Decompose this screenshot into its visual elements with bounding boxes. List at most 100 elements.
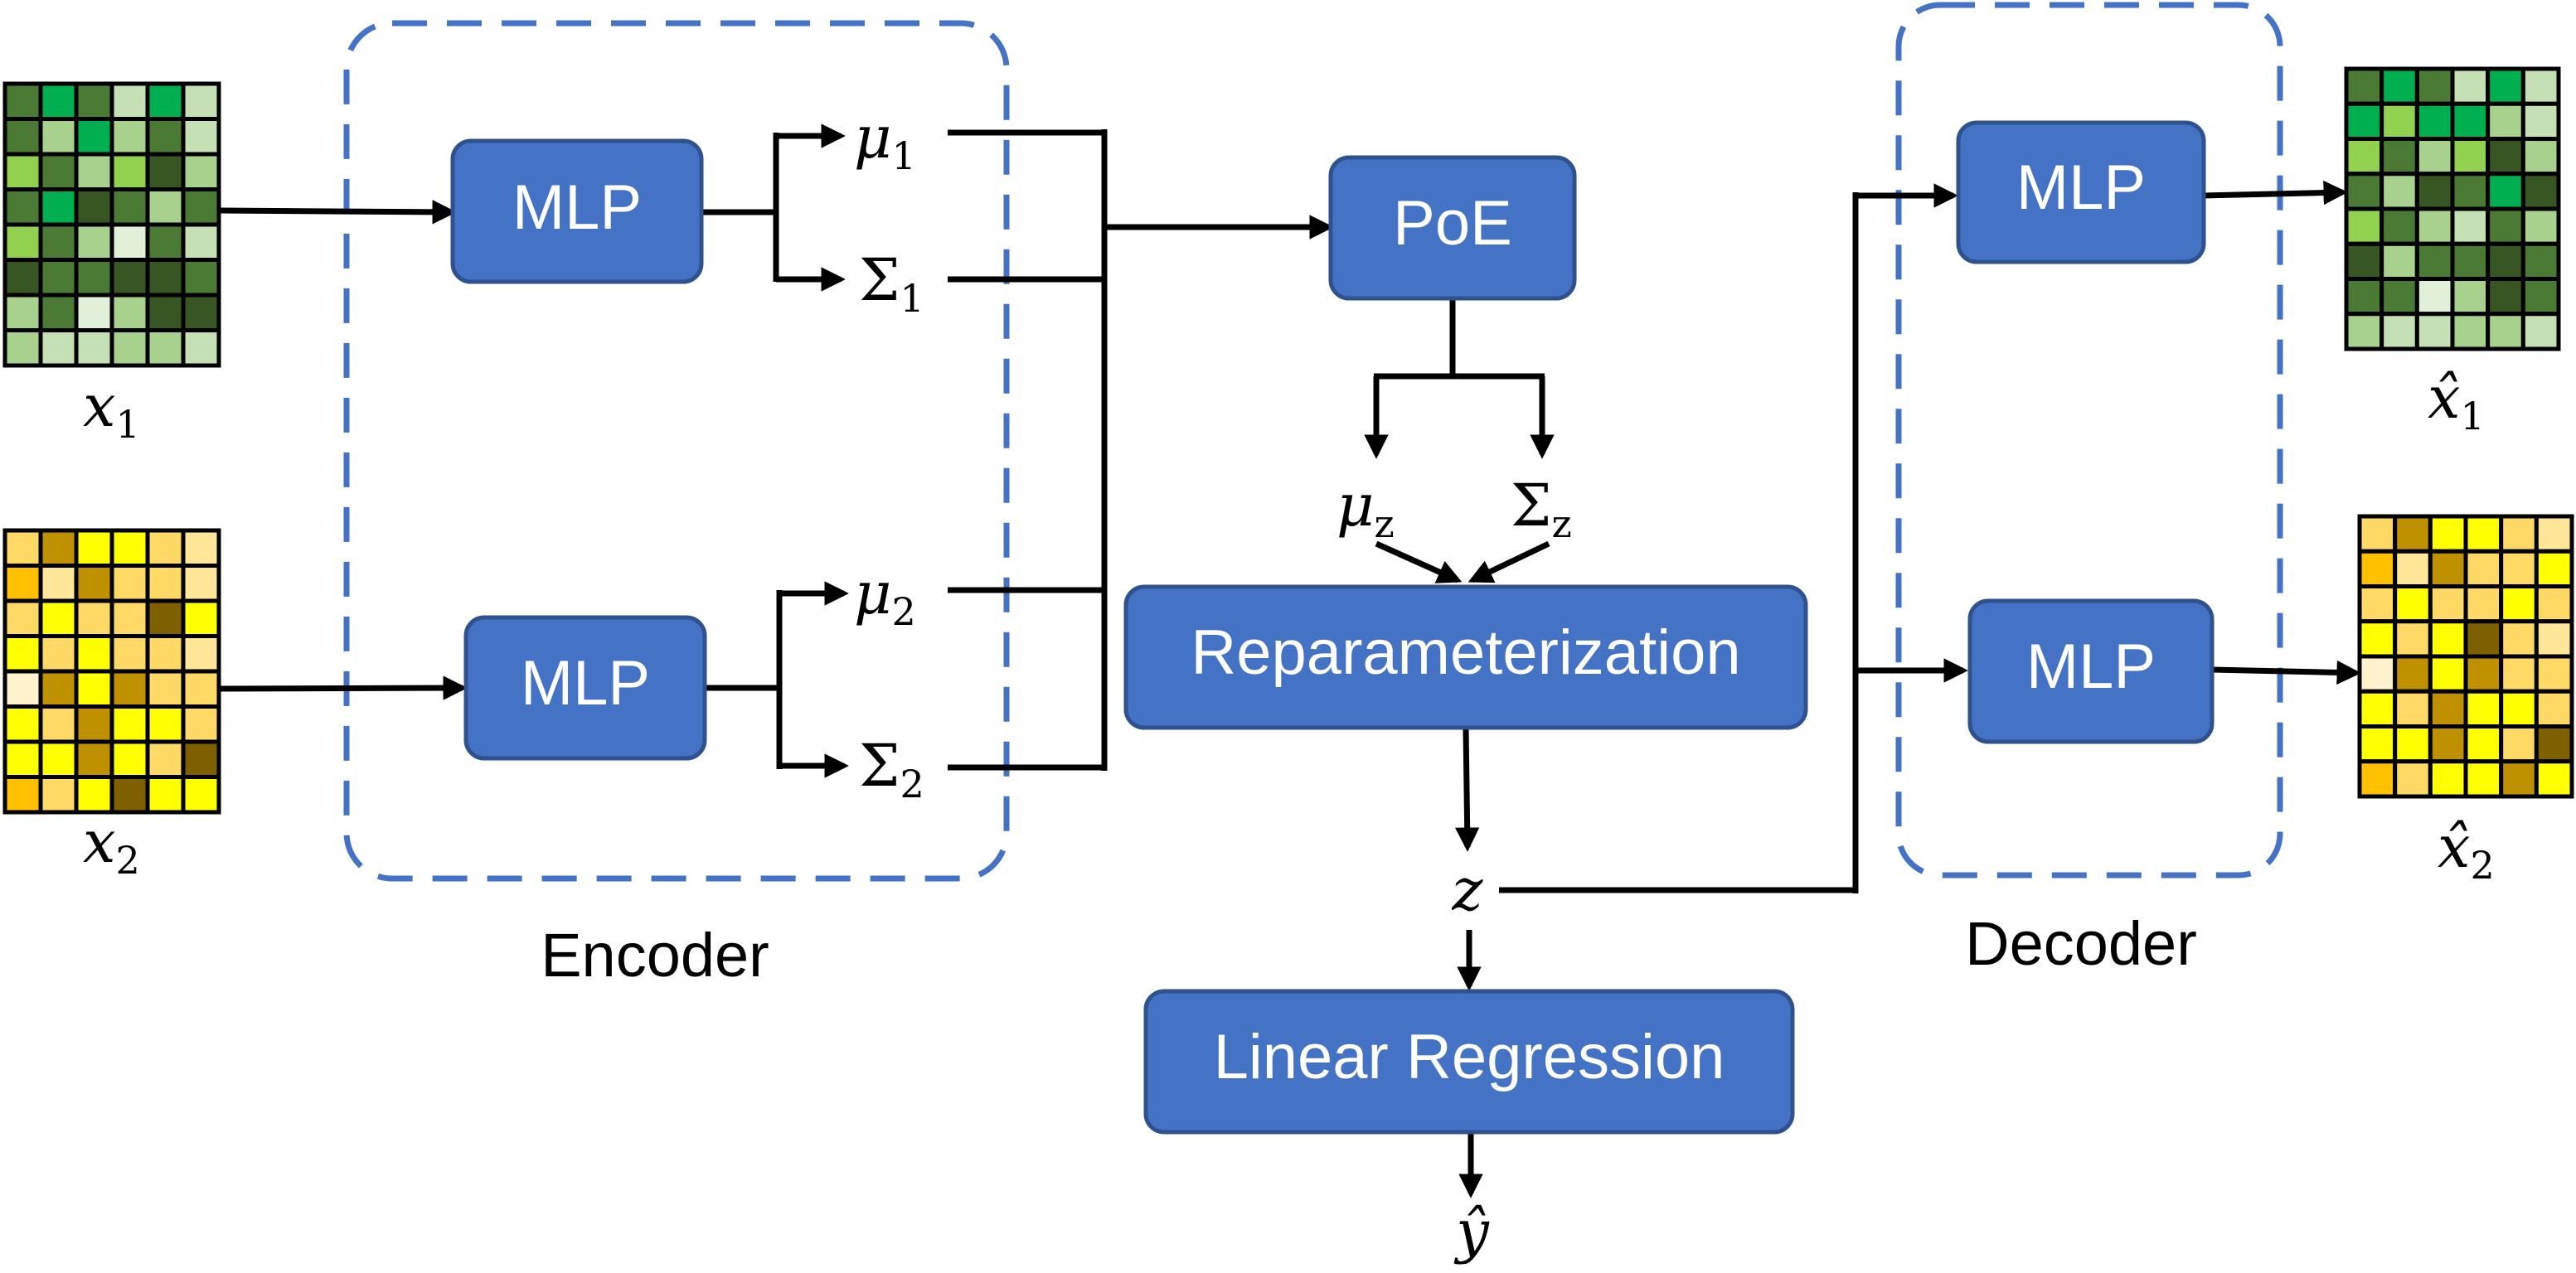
grid-cell <box>2414 101 2455 141</box>
x2-symbol: x2 <box>83 808 140 883</box>
grid-cell <box>2428 619 2468 659</box>
grid-cell <box>2463 689 2504 728</box>
grid-cell <box>2486 312 2525 351</box>
grid-cell <box>2 81 43 121</box>
grid-cell <box>109 293 150 332</box>
grid-cell <box>38 117 79 157</box>
grid-cell <box>74 293 114 332</box>
encoder-mlp1-box: MLP <box>450 138 704 284</box>
grid-cell <box>2393 584 2433 624</box>
muz-symbol: μz <box>1337 472 1395 546</box>
grid-cell <box>2357 584 2398 624</box>
grid-cell <box>181 117 221 157</box>
grid-cell <box>2344 206 2384 246</box>
grid-cell <box>2380 241 2419 281</box>
grid-cell <box>2357 549 2398 588</box>
poe-box: PoE <box>1328 155 1577 301</box>
grid-cell <box>74 81 114 121</box>
grid-cell <box>145 669 186 709</box>
x1-symbol: x1 <box>83 372 140 447</box>
grid-cell <box>2380 277 2419 317</box>
encoder-group-border <box>343 20 1010 882</box>
grid-cell <box>109 775 150 815</box>
grid-cell <box>74 117 114 157</box>
decoder-mlp2-label: MLP <box>2026 632 2156 702</box>
grid-cell <box>2 564 43 603</box>
grid-cell <box>2414 137 2455 177</box>
grid-cell <box>2520 101 2561 141</box>
grid-cell <box>2428 759 2468 799</box>
grid-cell <box>74 564 114 603</box>
grid-cell <box>2357 689 2398 728</box>
grid-cell <box>2344 312 2384 351</box>
grid-cell <box>2428 514 2468 554</box>
grid-cell <box>2 528 43 568</box>
grid-cell <box>145 117 186 157</box>
grid-cell <box>109 328 150 368</box>
grid-cell <box>74 669 114 709</box>
grid-cell <box>181 704 221 744</box>
grid-cell <box>2499 549 2539 588</box>
grid-cell <box>38 258 79 298</box>
encoder-mlp2-box: MLP <box>463 615 707 761</box>
grid-cell <box>2380 172 2419 211</box>
grid-cell <box>2450 277 2491 317</box>
grid-cell <box>2380 66 2419 106</box>
grid-cell <box>2393 654 2433 694</box>
grid-cell <box>109 598 150 638</box>
grid-cell <box>2499 724 2539 764</box>
grid-cell <box>145 222 186 262</box>
grid-cell <box>38 598 79 638</box>
grid-cell <box>145 634 186 674</box>
grid-cell <box>2344 66 2384 106</box>
grid-cell <box>2450 241 2491 281</box>
input-grid-x2 <box>2 528 221 815</box>
arrow-x1-to-mlp1 <box>218 200 457 225</box>
grid-cell <box>74 187 114 227</box>
grid-cell <box>2 634 43 674</box>
grid-cell <box>2499 619 2539 659</box>
grid-cell <box>181 222 221 262</box>
grid-cell <box>2344 172 2384 211</box>
grid-cell <box>2463 724 2504 764</box>
grid-cell <box>2450 172 2491 211</box>
grid-cell <box>38 328 79 368</box>
encoder-mlp1-label: MLP <box>512 172 642 243</box>
grid-cell <box>74 328 114 368</box>
mu2-symbol: μ2 <box>854 559 916 634</box>
grid-cell <box>109 81 150 121</box>
grid-cell <box>2414 206 2455 246</box>
grid-cell <box>2393 759 2433 799</box>
grid-cell <box>2534 724 2574 764</box>
grid-cell <box>2499 654 2539 694</box>
grid-cell <box>2428 549 2468 588</box>
grid-cell <box>2393 724 2433 764</box>
grid-cell <box>2499 584 2539 624</box>
grid-cell <box>2 152 43 191</box>
grid-cell <box>2428 654 2468 694</box>
grid-cell <box>74 775 114 815</box>
grid-cell <box>109 258 150 298</box>
linear-regression-box: Linear Regression <box>1143 989 1795 1135</box>
encoder-mlp2-label: MLP <box>521 648 650 719</box>
arrow-sigmaz-to-reparam <box>1467 540 1550 583</box>
grid-cell <box>109 222 150 262</box>
grid-cell <box>2 258 43 298</box>
grid-cell <box>181 293 221 332</box>
grid-cell <box>181 152 221 191</box>
grid-cell <box>109 669 150 709</box>
grid-cell <box>181 328 221 368</box>
sigma1-symbol: Σ1 <box>859 246 924 321</box>
grid-cell <box>145 152 186 191</box>
input-grid-x1 <box>2 81 221 368</box>
output-grid-xhat2 <box>2357 514 2574 799</box>
grid-cell <box>2450 101 2491 141</box>
grid-cell <box>145 258 186 298</box>
grid-cell <box>38 81 79 121</box>
grid-cell <box>2393 619 2433 659</box>
sigma2-symbol: Σ2 <box>859 732 924 806</box>
grid-cell <box>181 669 221 709</box>
arrow-dec-mlp1-to-xhat1 <box>2203 180 2348 206</box>
grid-cell <box>145 528 186 568</box>
grid-cell <box>2428 689 2468 728</box>
